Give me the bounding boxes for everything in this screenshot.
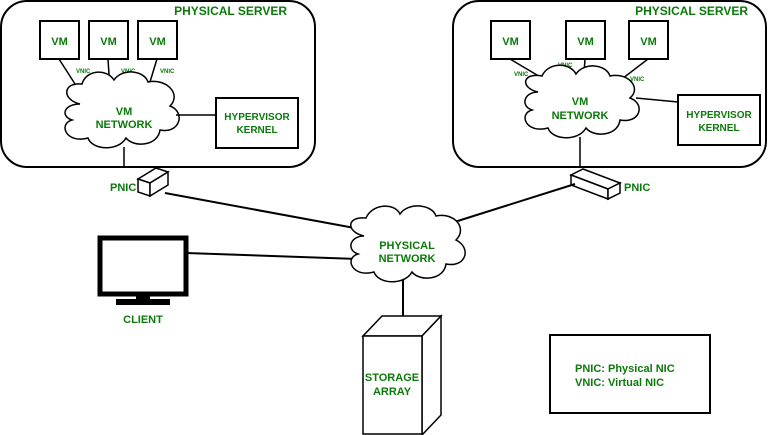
left-hypervisor-kernel-box xyxy=(215,97,299,149)
left-pnic-device xyxy=(136,167,170,198)
client-monitor-screen xyxy=(97,235,189,297)
storage-array-icon xyxy=(361,314,443,435)
right-pnic-to-physical-network-link xyxy=(444,183,576,226)
client-label: CLIENT xyxy=(123,314,163,326)
left-vm-network-cloud xyxy=(64,71,180,149)
client-monitor-neck xyxy=(136,294,150,300)
right-hypervisor-label-line2: KERNEL xyxy=(698,123,739,134)
right-vm-network-cloud xyxy=(524,64,640,139)
storage-label-line1: STORAGE xyxy=(365,372,419,384)
left-vm-label-2: VM xyxy=(100,36,117,48)
left-pnic-side-face xyxy=(149,170,169,198)
left-vm-box-2 xyxy=(88,20,129,60)
right-server-title: PHYSICAL SERVER xyxy=(635,4,748,18)
right-vm-box-1 xyxy=(490,20,531,60)
storage-array-side-face xyxy=(421,314,442,435)
right-pnic-side-face xyxy=(607,181,621,201)
right-vm-box-3 xyxy=(628,20,669,60)
client-to-physical-network-link xyxy=(185,252,359,260)
left-vm-network-label-line1: VM xyxy=(116,106,133,118)
left-server-title: PHYSICAL SERVER xyxy=(174,4,287,18)
right-vm-label-2: VM xyxy=(577,36,594,48)
right-physical-server: PHYSICAL SERVER VM VM VM VNIC VNIC VNIC … xyxy=(452,0,767,168)
legend-box xyxy=(549,334,711,414)
client-monitor-base xyxy=(116,299,170,305)
storage-label-line2: ARRAY xyxy=(373,386,412,398)
left-hypervisor-label-line1: HYPERVISOR xyxy=(224,112,290,123)
physical-network-label-line1: PHYSICAL xyxy=(379,240,435,252)
right-pnic-label: PNIC xyxy=(624,182,650,194)
right-vm-label-1: VM xyxy=(502,36,519,48)
right-vm-network-label-line1: VM xyxy=(572,96,589,108)
left-pnic-to-physical-network-link xyxy=(164,192,361,230)
left-vnic-label-3: VNIC xyxy=(160,69,175,75)
right-hypervisor-kernel-box xyxy=(677,94,761,146)
legend-line-pnic: PNIC: Physical NIC xyxy=(575,363,675,375)
left-vm-box-1 xyxy=(39,20,80,60)
right-hypervisor-link xyxy=(635,97,679,103)
left-vnic-label-1: VNIC xyxy=(76,69,91,75)
left-vm-box-3 xyxy=(137,20,178,60)
left-pnic-label: PNIC xyxy=(110,182,136,194)
left-vm-network-label-line2: NETWORK xyxy=(96,119,153,131)
left-hypervisor-label-line2: KERNEL xyxy=(236,125,277,136)
right-vnic-label-1: VNIC xyxy=(514,72,529,78)
left-physical-server: PHYSICAL SERVER VM VM VM VNIC VNIC VNIC … xyxy=(0,0,316,168)
left-vm-label-1: VM xyxy=(51,36,68,48)
physical-network-cloud xyxy=(350,205,466,283)
physical-network-label-line2: NETWORK xyxy=(379,253,436,265)
right-pnic-device xyxy=(569,168,622,201)
right-hypervisor-label-line1: HYPERVISOR xyxy=(686,110,752,121)
right-vnic-label-3: VNIC xyxy=(630,77,645,83)
legend-line-vnic: VNIC: Virtual NIC xyxy=(575,377,664,389)
right-vm-box-2 xyxy=(565,20,606,60)
client-monitor-icon xyxy=(97,235,189,305)
left-vm-label-3: VM xyxy=(149,36,166,48)
right-vm-label-3: VM xyxy=(640,36,657,48)
right-vm-network-label-line2: NETWORK xyxy=(552,110,609,122)
storage-array-front-face xyxy=(362,335,423,435)
